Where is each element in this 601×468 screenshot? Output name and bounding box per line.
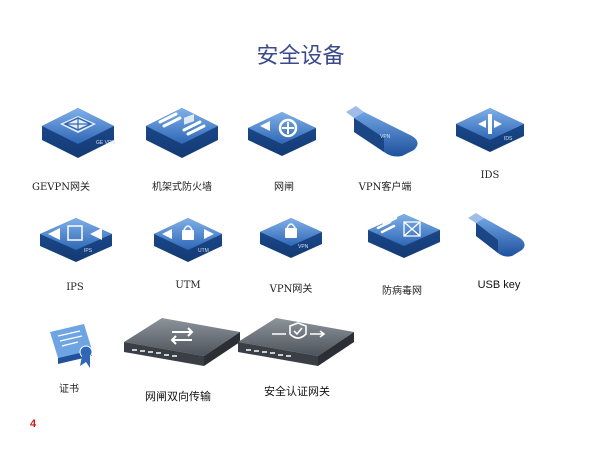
page-title: 安全设备 xyxy=(256,44,345,69)
ids-icon: IDS xyxy=(452,100,528,162)
antivirus-gateway-icon xyxy=(364,204,444,268)
security-auth-gateway-appliance-icon xyxy=(236,312,356,374)
device-label-network-gatekeeper: 网闸 xyxy=(274,182,294,193)
page-number: 4 xyxy=(30,418,37,430)
device-label-gevpn-gateway: GEVPN网关 xyxy=(32,182,90,193)
gevpn-gateway-icon: GE VPN xyxy=(38,100,118,166)
device-label-ids: IDS xyxy=(480,170,500,181)
device-label-usb-key: USB key xyxy=(477,279,521,291)
vpn-client-icon: VPN xyxy=(342,102,428,162)
device-label-rack-firewall: 机架式防火墙 xyxy=(152,182,212,193)
usb-key-icon xyxy=(464,208,534,264)
vpn-gateway-icon: VPN xyxy=(256,210,326,268)
utm-icon: UTM xyxy=(150,210,226,270)
device-label-vpn-gateway: VPN网关 xyxy=(269,284,313,295)
device-label-vpn-client: VPN客户端 xyxy=(358,182,412,193)
ips-icon: IPS xyxy=(36,208,116,270)
svg-text:IDS: IDS xyxy=(504,136,513,142)
network-gatekeeper-icon xyxy=(244,104,320,166)
svg-text:IPS: IPS xyxy=(84,248,93,254)
device-label-antivirus-gateway: 防病毒网 xyxy=(382,286,422,297)
svg-text:VPN: VPN xyxy=(298,244,309,250)
certificate-icon xyxy=(44,322,104,374)
device-label-security-auth-gateway: 安全认证网关 xyxy=(264,386,330,398)
device-label-gatekeeper-bidirectional: 网闸双向传输 xyxy=(145,391,211,403)
svg-text:GE VPN: GE VPN xyxy=(96,140,115,146)
svg-text:UTM: UTM xyxy=(198,248,209,254)
device-label-certificate: 证书 xyxy=(59,384,79,395)
gatekeeper-bidirectional-appliance-icon xyxy=(122,312,242,374)
svg-text:VPN: VPN xyxy=(380,134,391,140)
device-label-ips: IPS xyxy=(66,282,84,293)
rack-firewall-icon xyxy=(142,100,222,166)
device-label-utm: UTM xyxy=(175,280,201,291)
